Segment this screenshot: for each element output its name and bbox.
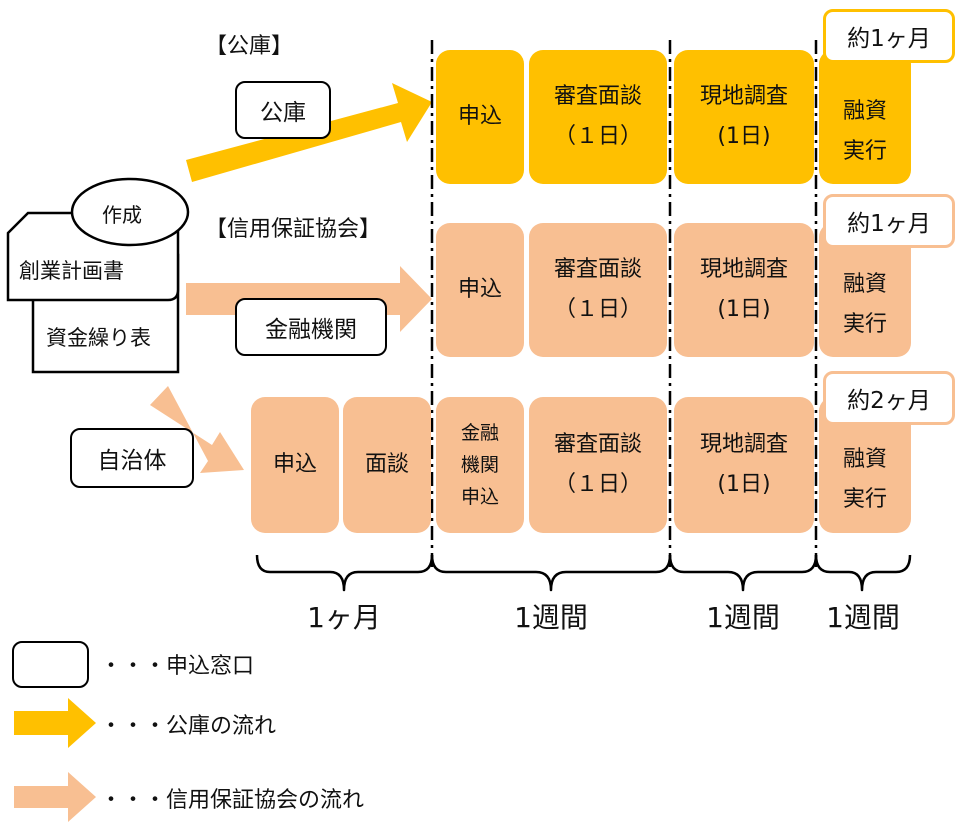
cash-flow-label: 資金繰り表 bbox=[46, 326, 151, 350]
koko-site-box: 現地調査 (1日) bbox=[674, 50, 814, 184]
duration-3: 1週間 bbox=[706, 601, 780, 634]
hosho-apply-label: 申込 bbox=[457, 277, 502, 302]
window-koko: 公庫 bbox=[235, 81, 331, 139]
legend-window-label: ・・・申込窓口 bbox=[100, 654, 255, 679]
koko-apply-label: 申込 bbox=[457, 104, 502, 129]
hosho-site-line2: (1日) bbox=[717, 297, 771, 322]
hosho-review-box: 審査面談 （１日） bbox=[529, 223, 667, 357]
koko-exec-line1: 融資 bbox=[842, 99, 887, 124]
duration-1: 1ヶ月 bbox=[307, 601, 381, 634]
jichitai-bank-apply-box: 金融 機関 申込 bbox=[436, 397, 524, 533]
hosho-section-header: 【信用保証協会】 bbox=[205, 217, 382, 242]
jichitai-review-line2: （１日） bbox=[553, 472, 642, 497]
brace-3 bbox=[668, 554, 818, 592]
jichitai-bank-apply-line2: 機関 bbox=[460, 454, 499, 476]
jichitai-site-line2: (1日) bbox=[717, 472, 771, 497]
hosho-exec-line1: 融資 bbox=[842, 272, 887, 297]
hosho-apply-box: 申込 bbox=[436, 223, 524, 357]
koko-month-badge: 約1ヶ月 bbox=[823, 9, 955, 63]
brace-1 bbox=[255, 554, 434, 592]
hosho-month-badge: 約1ヶ月 bbox=[823, 194, 955, 248]
create-bubble bbox=[70, 177, 190, 247]
jichitai-bank-apply-line3: 申込 bbox=[460, 486, 499, 508]
koko-review-line2: （１日） bbox=[553, 124, 642, 149]
koko-review-line1: 審査面談 bbox=[553, 84, 642, 109]
jichitai-flow-arrow bbox=[150, 386, 244, 473]
jichitai-exec-line2: 実行 bbox=[842, 487, 887, 512]
brace-2 bbox=[430, 554, 672, 592]
brace-4 bbox=[814, 554, 912, 592]
jichitai-interview-label: 面談 bbox=[364, 452, 409, 477]
legend-hosho-arrow bbox=[14, 772, 96, 822]
jichitai-exec-line1: 融資 bbox=[842, 447, 887, 472]
duration-2: 1週間 bbox=[514, 601, 588, 634]
duration-4: 1週間 bbox=[826, 601, 900, 634]
hosho-site-box: 現地調査 (1日) bbox=[674, 223, 814, 357]
legend-koko-label: ・・・公庫の流れ bbox=[100, 714, 277, 739]
jichitai-review-box: 審査面談 （１日） bbox=[529, 397, 667, 533]
jichitai-site-box: 現地調査 (1日) bbox=[674, 397, 814, 533]
koko-review-box: 審査面談 （１日） bbox=[529, 50, 667, 184]
jichitai-apply-label: 申込 bbox=[272, 452, 317, 477]
koko-site-line1: 現地調査 bbox=[699, 84, 788, 109]
business-plan-label: 創業計画書 bbox=[19, 259, 124, 283]
window-jichitai: 自治体 bbox=[70, 428, 194, 488]
hosho-site-line1: 現地調査 bbox=[699, 257, 788, 282]
hosho-exec-line2: 実行 bbox=[842, 312, 887, 337]
koko-exec-line2: 実行 bbox=[842, 139, 887, 164]
jichitai-review-line1: 審査面談 bbox=[553, 432, 642, 457]
legend-window-swatch bbox=[12, 641, 89, 688]
koko-apply-box: 申込 bbox=[436, 50, 524, 184]
jichitai-apply-box: 申込 bbox=[251, 397, 339, 533]
jichitai-site-line1: 現地調査 bbox=[699, 432, 788, 457]
koko-exec-box: 融資 実行 bbox=[819, 50, 911, 184]
koko-site-line2: (1日) bbox=[717, 124, 771, 149]
koko-section-header: 【公庫】 bbox=[205, 34, 294, 59]
jichitai-bank-apply-line1: 金融 bbox=[460, 422, 499, 444]
legend-hosho-label: ・・・信用保証協会の流れ bbox=[100, 788, 365, 813]
jichitai-month-badge: 約2ヶ月 bbox=[823, 371, 955, 425]
window-kinyu: 金融機関 bbox=[235, 298, 387, 356]
hosho-review-line1: 審査面談 bbox=[553, 257, 642, 282]
legend-koko-arrow bbox=[14, 698, 96, 748]
hosho-review-line2: （１日） bbox=[553, 297, 642, 322]
create-label: 作成 bbox=[102, 203, 142, 227]
jichitai-interview-box: 面談 bbox=[343, 397, 431, 533]
